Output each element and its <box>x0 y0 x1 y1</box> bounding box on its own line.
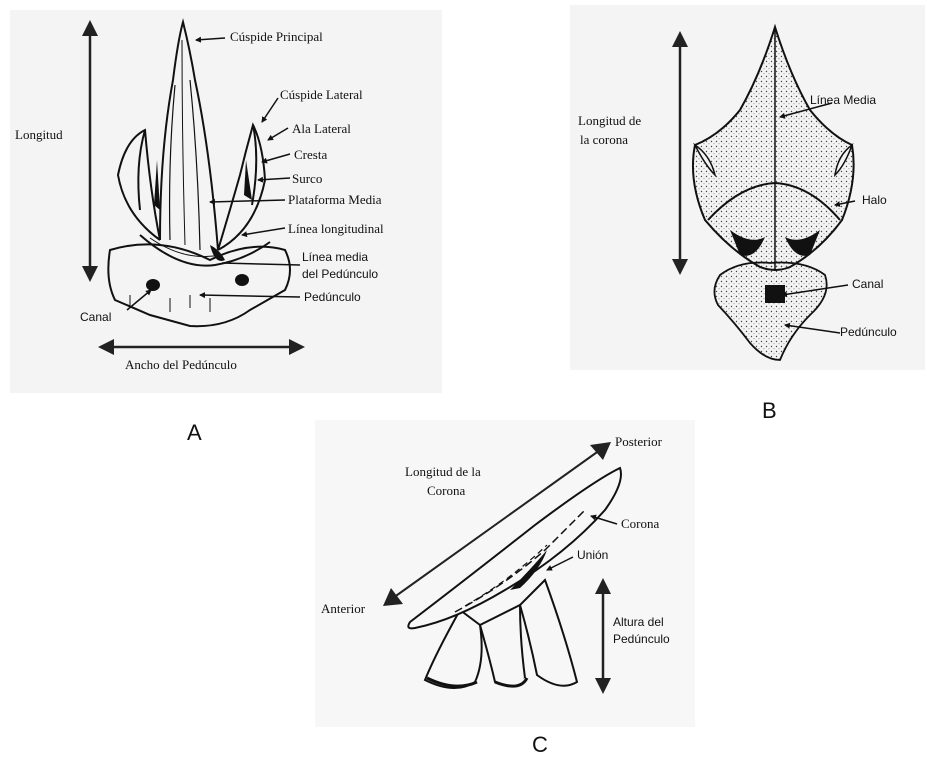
altura-pedunculo-arrow <box>595 578 611 694</box>
label-longitud-corona-2: la corona <box>580 133 628 147</box>
label-longitud: Longitud <box>15 128 63 142</box>
label-longitud-corona-1: Longitud de <box>578 114 641 128</box>
panel-c: Posterior Longitud de la Corona Corona U… <box>315 420 695 727</box>
label-canal: Canal <box>80 310 111 324</box>
label-canal-b: Canal <box>852 277 883 291</box>
label-linea-media-2: del Pedúnculo <box>302 267 378 281</box>
label-surco: Surco <box>292 172 322 186</box>
crown-shape-b <box>693 27 854 270</box>
label-altura-2: Pedúnculo <box>613 632 670 646</box>
label-pedunculo: Pedúnculo <box>304 290 361 304</box>
label-ancho-pedunculo: Ancho del Pedúnculo <box>125 358 237 372</box>
panel-a: Cúspide Principal Cúspide Lateral Ala La… <box>10 10 442 393</box>
label-union: Unión <box>577 548 608 562</box>
label-cresta: Cresta <box>294 148 327 162</box>
label-longitud-corona-c-2: Corona <box>427 484 465 498</box>
ancho-arrow <box>98 339 305 355</box>
panel-c-drawing <box>315 420 695 727</box>
label-cuspide-principal: Cúspide Principal <box>230 30 323 44</box>
label-longitud-corona-c-1: Longitud de la <box>405 465 481 479</box>
label-ala-lateral: Ala Lateral <box>292 122 351 136</box>
caption-a: A <box>187 420 202 446</box>
longitud-corona-arrow <box>672 31 688 275</box>
label-pedunculo-b: Pedúnculo <box>840 325 897 339</box>
label-linea-longitudinal: Línea longitudinal <box>288 222 384 236</box>
panel-b: Longitud de la corona Línea Media Halo C… <box>570 5 925 370</box>
longitud-arrow <box>82 20 98 282</box>
label-linea-media: Línea Media <box>810 93 876 107</box>
panel-b-drawing <box>570 5 925 370</box>
label-cuspide-lateral: Cúspide Lateral <box>280 88 363 102</box>
label-linea-media-1: Línea media <box>302 250 368 264</box>
label-corona: Corona <box>621 517 659 531</box>
label-halo: Halo <box>862 193 887 207</box>
label-plataforma-media: Plataforma Media <box>288 193 382 207</box>
label-posterior: Posterior <box>615 435 662 449</box>
crown-shape <box>118 22 270 266</box>
label-anterior: Anterior <box>321 602 365 616</box>
caption-b: B <box>762 398 777 424</box>
label-altura-1: Altura del <box>613 615 664 629</box>
peduncle-shape-b <box>714 263 826 361</box>
caption-c: C <box>532 732 548 758</box>
